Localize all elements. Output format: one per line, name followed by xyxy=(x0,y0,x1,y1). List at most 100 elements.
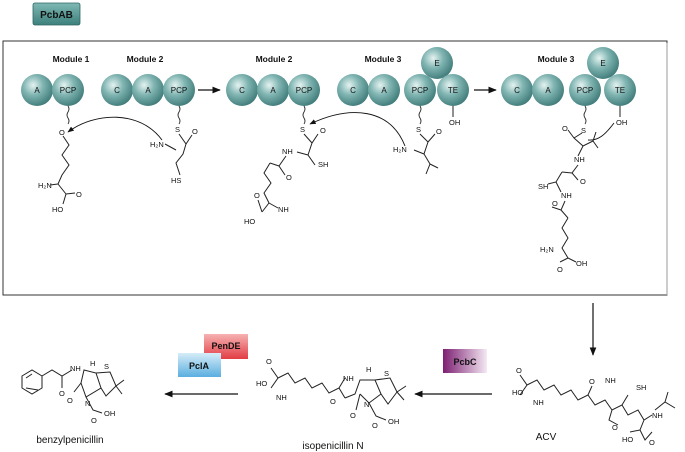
te-oh-1: OH xyxy=(449,118,460,127)
tether-3 xyxy=(302,105,306,125)
svg-text:C: C xyxy=(514,86,520,95)
svg-text:O: O xyxy=(286,173,292,182)
domain-PCP-1: PCP xyxy=(52,74,84,106)
domain-C-3b: C xyxy=(501,74,533,106)
tether-2 xyxy=(177,105,181,125)
svg-text:A: A xyxy=(270,86,276,95)
svg-text:SH: SH xyxy=(318,160,328,169)
svg-text:O: O xyxy=(350,411,356,420)
svg-text:O: O xyxy=(552,199,558,208)
svg-text:A: A xyxy=(34,86,40,95)
svg-text:C: C xyxy=(239,86,245,95)
domain-PCP-3b: PCP xyxy=(569,74,601,106)
svg-text:O: O xyxy=(320,126,326,135)
svg-text:NH: NH xyxy=(533,398,544,407)
svg-text:H₂N: H₂N xyxy=(393,145,407,154)
svg-text:O: O xyxy=(649,438,655,447)
module-1-label: Module 1 xyxy=(53,54,90,64)
svg-text:TE: TE xyxy=(615,86,625,95)
domain-PCP-2: PCP xyxy=(163,74,195,106)
domain-A-3: A xyxy=(368,74,400,106)
svg-text:OH: OH xyxy=(104,409,115,418)
tether-4 xyxy=(418,105,422,125)
pcla-enzyme-label: PclA xyxy=(178,353,221,377)
acv-structure: HO O NH O NH SH O NH HO O xyxy=(512,366,676,447)
svg-text:O: O xyxy=(557,265,563,274)
svg-text:N: N xyxy=(364,400,369,409)
svg-text:O: O xyxy=(330,397,336,406)
pcbab-label-text: PcbAB xyxy=(40,10,73,21)
svg-text:SH: SH xyxy=(636,383,646,392)
svg-text:S: S xyxy=(104,362,109,371)
svg-text:PCP: PCP xyxy=(577,86,593,95)
module-2b-label: Module 2 xyxy=(256,54,293,64)
svg-text:HO: HO xyxy=(244,217,255,226)
svg-text:O: O xyxy=(516,366,522,375)
attack-arrow-1 xyxy=(67,116,163,141)
svg-text:HO: HO xyxy=(622,435,633,444)
svg-text:O: O xyxy=(372,421,378,430)
svg-text:O: O xyxy=(192,127,198,136)
svg-text:O: O xyxy=(436,127,442,136)
svg-text:O: O xyxy=(562,124,568,133)
valine-structure: S O H₂N xyxy=(393,125,442,175)
svg-text:NH: NH xyxy=(343,374,354,383)
svg-text:PCP: PCP xyxy=(60,86,76,95)
svg-text:S: S xyxy=(384,369,389,378)
tether-5 xyxy=(583,105,587,125)
attack-arrow-2 xyxy=(309,112,406,147)
svg-text:O: O xyxy=(67,396,73,405)
svg-text:H: H xyxy=(366,365,371,374)
pcbc-label-text: PcbC xyxy=(453,357,477,367)
svg-text:OH: OH xyxy=(576,259,587,268)
svg-text:A: A xyxy=(381,86,387,95)
svg-text:N: N xyxy=(85,399,90,408)
dipeptide-structure: S O SH NH O NH O HO xyxy=(244,125,328,226)
domain-E-3: E xyxy=(421,47,453,79)
module-2-label: Module 2 xyxy=(127,54,164,64)
svg-text:O: O xyxy=(76,190,82,199)
svg-text:O: O xyxy=(91,416,97,425)
svg-text:O: O xyxy=(612,423,618,432)
svg-text:H₂N: H₂N xyxy=(540,245,554,254)
domain-A-2b: A xyxy=(257,74,289,106)
svg-text:HS: HS xyxy=(171,176,181,185)
svg-text:O: O xyxy=(266,357,272,366)
benzylpenicillin-structure: O NH H S N O OH O xyxy=(21,359,125,425)
svg-text:H₂N: H₂N xyxy=(38,181,52,190)
tether-1 xyxy=(66,105,70,125)
svg-text:O: O xyxy=(580,177,586,186)
isopenicillin-n-label: isopenicillin N xyxy=(302,441,363,452)
svg-text:NH: NH xyxy=(605,376,616,385)
svg-text:O: O xyxy=(59,389,65,398)
svg-text:HO: HO xyxy=(256,379,267,388)
domain-C-2: C xyxy=(101,74,133,106)
svg-text:NH: NH xyxy=(282,147,293,156)
svg-text:C: C xyxy=(114,86,120,95)
tripeptide-structure: S O NH O SH NH O H₂N O OH xyxy=(538,124,599,274)
svg-text:NH: NH xyxy=(70,364,81,373)
domain-E-3b: E xyxy=(587,47,619,79)
domain-PCP-3: PCP xyxy=(404,74,436,106)
svg-text:A: A xyxy=(145,86,151,95)
benzylpenicillin-label: benzylpenicillin xyxy=(36,435,103,446)
te-oh-2: OH xyxy=(616,118,627,127)
svg-text:A: A xyxy=(545,86,551,95)
aminoadipate-structure: O H₂N HO O xyxy=(38,128,82,214)
svg-text:E: E xyxy=(600,59,605,68)
svg-text:S: S xyxy=(416,125,421,134)
cysteine-structure-1: S O H₂N HS xyxy=(150,125,198,185)
svg-text:S: S xyxy=(581,126,586,135)
domain-A-2: A xyxy=(132,74,164,106)
module-3-label: Module 3 xyxy=(365,54,402,64)
pcbab-enzyme-label: PcbAB xyxy=(32,2,81,26)
acv-label: ACV xyxy=(536,432,557,443)
svg-text:O: O xyxy=(589,377,595,386)
svg-text:S: S xyxy=(300,125,305,134)
domain-C-2b: C xyxy=(226,74,258,106)
domain-A-1: A xyxy=(21,74,53,106)
svg-text:SH: SH xyxy=(538,182,548,191)
svg-text:PCP: PCP xyxy=(171,86,187,95)
svg-text:O: O xyxy=(59,128,65,137)
